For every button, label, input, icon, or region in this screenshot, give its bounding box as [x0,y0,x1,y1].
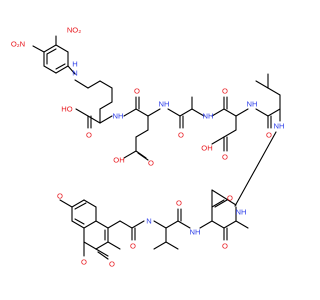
glu-o-label: O [134,87,140,96]
asp-oh-label: OH [201,144,212,153]
coumarin-ring-o-label: O [81,258,87,267]
glu-backbone [123,96,161,161]
leu-to-asn-link [234,131,277,207]
coumarin-rings [59,199,121,260]
val-o-label: O [176,199,182,208]
leu-backbone [255,73,281,129]
aniline-n-label: N [72,69,77,78]
dinitrophenyl-ring [43,44,69,74]
val-backbone [153,208,191,250]
molecule-structure-diagram: O₂N NO₂ N H HO O NH O NH OH O O NH O NH … [11,26,285,269]
lys-o-label: O [86,131,92,140]
lysine-backbone [75,108,113,129]
ala-o-label: O [178,131,184,140]
asn-o-label: O [222,242,228,251]
lys-nh-label: NH [113,112,124,121]
asp-o-label: O [222,87,228,96]
atom-labels: O₂N NO₂ N H HO O NH O NH OH O O NH O NH … [11,26,285,269]
glu-side-o-label: O [148,159,154,168]
glu-oh-label: OH [113,156,124,165]
ala-backbone [167,96,205,129]
asn-backbone [199,189,249,241]
asn-nh2-label: NH [236,208,247,217]
leu-o-label: O [266,131,272,140]
val-n-label: N [146,217,151,226]
leu-nh-label: NH [274,122,285,131]
lys-ho-label: HO [61,105,72,114]
asp-nh-label: NH [247,100,258,109]
coumarin-acetyl [107,220,145,241]
ala-nh-label: NH [203,112,214,121]
nitro-label-top: NO₂ [67,26,81,35]
nitro-bonds [32,35,76,75]
aniline-h-label: H [72,60,77,69]
asp-side-o-label: O [222,153,228,162]
nitro-label-left: O₂N [11,40,25,49]
lysine-side-chain [74,79,113,124]
coumarin-acyl-o-label: O [130,242,136,251]
methoxy-o-label: O [57,192,63,201]
asn-nh-label: NH [190,228,201,237]
coumarin-lactone-o-label: O [109,260,115,269]
glu-nh-label: NH [159,100,170,109]
asn-side-o-label: O [227,194,233,203]
asp-backbone [211,96,249,152]
